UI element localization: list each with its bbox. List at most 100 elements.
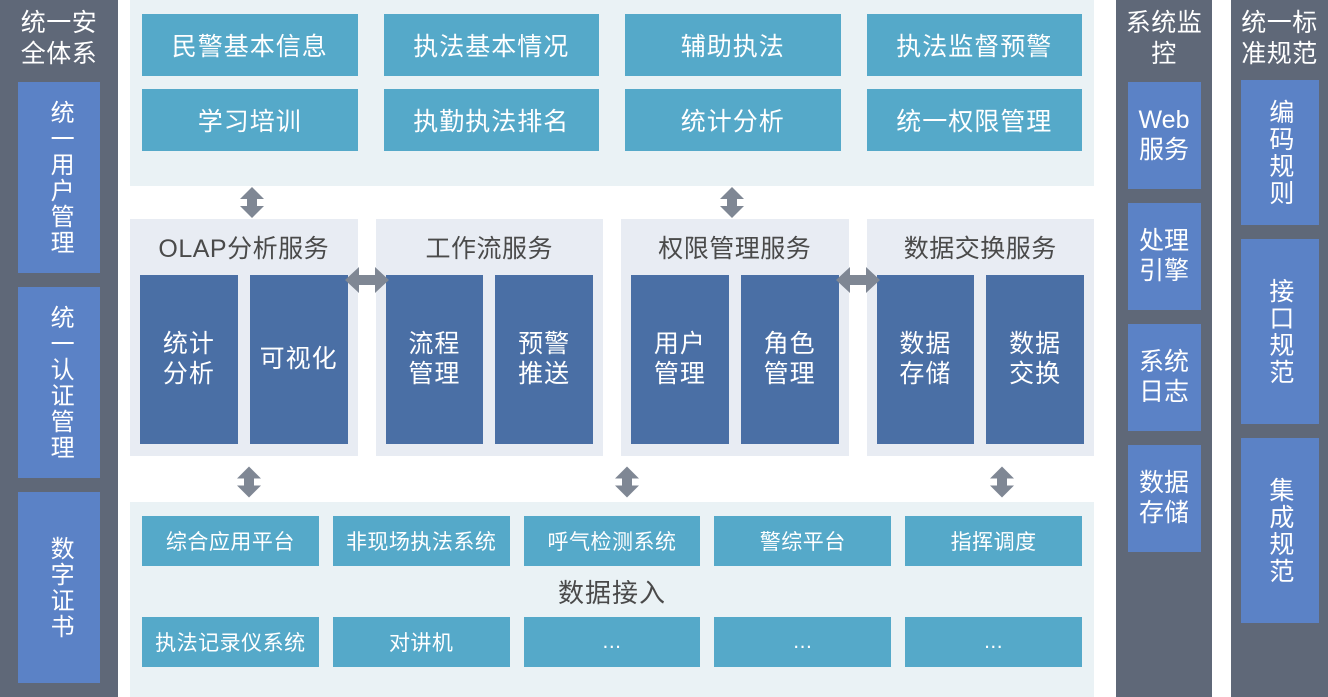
- service-box-process-management[interactable]: 流程 管理: [385, 275, 484, 444]
- service-box-line2: 存储: [899, 359, 952, 388]
- service-panel-data-exchange: 数据交换服务 数据 存储 数据 交换: [866, 219, 1094, 456]
- data-tile-law-enforcement-recorder-system[interactable]: 执法记录仪系统: [142, 617, 319, 667]
- service-panel-permission: 权限管理服务 用户 管理 角色 管理: [621, 219, 849, 456]
- service-box-role-management[interactable]: 角色 管理: [740, 275, 839, 444]
- data-tile-police-integrated-platform[interactable]: 警综平台: [714, 516, 892, 566]
- sidebar-item-unified-auth-management[interactable]: 统一认证管理: [18, 287, 100, 478]
- service-panel-boxes: 用户 管理 角色 管理: [631, 275, 839, 444]
- main-architecture-stack: 民警基本信息 执法基本情况 辅助执法 执法监督预警 学习培训 执勤执法排名 统计…: [130, 0, 1094, 697]
- app-tile-statistical-analysis[interactable]: 统计分析: [625, 89, 841, 151]
- double-arrow-horizontal-icon: [344, 265, 390, 295]
- application-tile-row-2: 学习培训 执勤执法排名 统计分析 统一权限管理: [142, 89, 1082, 151]
- standard-item-label: 接口规范: [1265, 277, 1294, 386]
- service-panel-title: 数据交换服务: [903, 235, 1057, 263]
- data-access-label: 数据接入: [557, 578, 666, 608]
- app-tile-enforcement-supervision-alert[interactable]: 执法监督预警: [866, 14, 1082, 76]
- service-box-line1: 流程: [408, 330, 461, 358]
- sidebar-unified-security: 统一安全体系 统一用户管理 统一认证管理 数字证书: [0, 0, 118, 697]
- standard-item-coding-rules[interactable]: 编码规则: [1240, 80, 1319, 225]
- data-tile-more-1[interactable]: ...: [523, 617, 701, 667]
- monitor-item-data-storage[interactable]: 数据 存储: [1127, 445, 1201, 552]
- service-panel-title: 工作流服务: [425, 235, 553, 263]
- service-box-statistical-analysis[interactable]: 统计 分析: [140, 275, 238, 444]
- sidebar-item-label: 统一用户管理: [46, 99, 74, 256]
- service-box-line1: 数据: [1009, 330, 1062, 358]
- standard-item-label: 编码规则: [1265, 98, 1294, 207]
- double-arrow-vertical-icon: [610, 462, 644, 502]
- monitor-item-line2: 服务: [1138, 135, 1189, 164]
- service-box-line2: 管理: [763, 359, 816, 388]
- service-box-line1: 角色: [763, 330, 816, 358]
- double-arrow-vertical-icon: [235, 186, 269, 219]
- double-arrow-vertical-icon: [232, 462, 266, 502]
- data-access-layer-section: 综合应用平台 非现场执法系统 呼气检测系统 警综平台 指挥调度 数据接入 执法记…: [130, 502, 1094, 697]
- service-box-line1: 预警: [518, 330, 571, 358]
- service-panel-title: OLAP分析服务: [158, 235, 330, 263]
- service-box-line2: 管理: [408, 359, 461, 388]
- double-arrow-vertical-icon: [985, 462, 1019, 502]
- sidebar-item-label: 统一认证管理: [46, 304, 74, 461]
- monitor-item-line2: 存储: [1138, 498, 1189, 527]
- column-monitoring-title: 系统监控: [1125, 9, 1203, 68]
- data-tile-breath-test-system[interactable]: 呼气检测系统: [523, 516, 701, 566]
- application-layer-section: 民警基本信息 执法基本情况 辅助执法 执法监督预警 学习培训 执勤执法排名 统计…: [130, 0, 1094, 186]
- data-tile-offsite-enforcement-system[interactable]: 非现场执法系统: [332, 516, 510, 566]
- service-gap-2: [603, 219, 621, 456]
- monitor-item-web-service[interactable]: Web 服务: [1127, 82, 1201, 189]
- spacer-between-right-columns: [1212, 0, 1231, 697]
- data-tile-walkie-talkie[interactable]: 对讲机: [332, 617, 510, 667]
- service-box-data-exchange[interactable]: 数据 交换: [986, 275, 1084, 444]
- service-box-line2: 管理: [653, 359, 706, 388]
- standard-item-integration-spec[interactable]: 集成规范: [1240, 438, 1319, 623]
- monitor-item-system-log[interactable]: 系统 日志: [1127, 324, 1201, 431]
- app-tile-officer-basic-info[interactable]: 民警基本信息: [142, 14, 358, 76]
- service-gap-1: [344, 219, 389, 456]
- standard-item-label: 集成规范: [1265, 476, 1294, 585]
- arrow-strip-app-service: [130, 186, 1094, 219]
- column-unified-standards: 统一标准规范 编码规则 接口规范 集成规范: [1231, 0, 1328, 697]
- app-tile-duty-enforcement-ranking[interactable]: 执勤执法排名: [383, 89, 599, 151]
- service-box-line1: 数据: [899, 330, 952, 358]
- column-standards-title: 统一标准规范: [1241, 9, 1318, 68]
- standard-item-interface-spec[interactable]: 接口规范: [1240, 239, 1319, 424]
- data-tile-command-dispatch[interactable]: 指挥调度: [905, 516, 1082, 566]
- service-box-line1: 用户: [653, 330, 706, 358]
- service-box-line1: 统计: [162, 330, 215, 358]
- service-box-data-storage[interactable]: 数据 存储: [876, 275, 975, 444]
- data-access-row-bottom: 执法记录仪系统 对讲机 ... ... ...: [142, 617, 1082, 667]
- service-box-line2: 交换: [1009, 359, 1062, 388]
- service-panel-workflow: 工作流服务 流程 管理 预警 推送: [375, 219, 603, 456]
- service-box-line1: 可视化: [259, 344, 338, 373]
- spacer-left: [118, 0, 130, 697]
- service-box-user-management[interactable]: 用户 管理: [631, 275, 729, 444]
- monitor-item-processing-engine[interactable]: 处理 引擎: [1127, 203, 1201, 310]
- app-tile-unified-permission-management[interactable]: 统一权限管理: [866, 89, 1082, 151]
- sidebar-item-digital-certificate[interactable]: 数字证书: [18, 492, 100, 683]
- application-tile-row-1: 民警基本信息 执法基本情况 辅助执法 执法监督预警: [142, 14, 1082, 76]
- service-box-line2: 分析: [162, 359, 215, 388]
- monitor-item-line2: 日志: [1138, 377, 1189, 406]
- double-arrow-vertical-icon: [715, 186, 749, 219]
- service-panel-title: 权限管理服务: [658, 235, 812, 263]
- data-access-row-top: 综合应用平台 非现场执法系统 呼气检测系统 警综平台 指挥调度: [142, 516, 1082, 566]
- service-panel-olap: OLAP分析服务 统计 分析 可视化: [130, 219, 358, 456]
- arrow-strip-service-data: [130, 456, 1094, 502]
- sidebar-item-label: 数字证书: [46, 535, 74, 640]
- data-tile-more-3[interactable]: ...: [905, 617, 1082, 667]
- monitor-item-line1: 数据: [1138, 469, 1189, 497]
- app-tile-enforcement-basics[interactable]: 执法基本情况: [383, 14, 599, 76]
- monitor-item-line1: Web: [1138, 106, 1190, 134]
- app-tile-assisted-enforcement[interactable]: 辅助执法: [625, 14, 841, 76]
- data-tile-integrated-application-platform[interactable]: 综合应用平台: [142, 516, 319, 566]
- service-panel-boxes: 数据 存储 数据 交换: [876, 275, 1084, 444]
- sidebar-left-title: 统一安全体系: [20, 9, 98, 68]
- service-box-visualization[interactable]: 可视化: [249, 275, 348, 444]
- service-box-alert-push[interactable]: 预警 推送: [495, 275, 593, 444]
- service-layer-section: OLAP分析服务 统计 分析 可视化 工作流服务: [130, 219, 1094, 456]
- data-tile-more-2[interactable]: ...: [714, 617, 892, 667]
- sidebar-item-unified-user-management[interactable]: 统一用户管理: [18, 82, 100, 273]
- app-tile-study-training[interactable]: 学习培训: [142, 89, 358, 151]
- spacer-main-right: [1094, 0, 1116, 697]
- column-system-monitoring: 系统监控 Web 服务 处理 引擎 系统 日志 数据 存储: [1116, 0, 1212, 697]
